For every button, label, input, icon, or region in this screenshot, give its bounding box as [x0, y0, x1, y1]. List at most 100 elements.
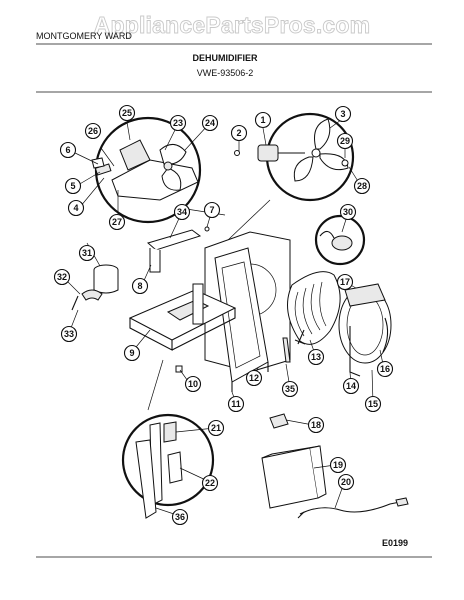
callout-15: 15	[364, 395, 382, 413]
base-pan-edge-2	[171, 308, 236, 351]
callout-6: 6	[59, 141, 77, 159]
fan-blade-small-2	[161, 167, 182, 191]
svg-text:14: 14	[346, 381, 356, 391]
callout-10: 10	[184, 375, 202, 393]
callout-33: 33	[60, 325, 78, 343]
float-detail-circle	[121, 413, 215, 507]
svg-text:33: 33	[64, 329, 74, 339]
fan-blade-small	[159, 144, 187, 165]
svg-text:8: 8	[137, 281, 142, 291]
bucket-switch	[163, 421, 177, 443]
svg-text:23: 23	[173, 118, 183, 128]
svg-text:6: 6	[65, 145, 70, 155]
svg-text:34: 34	[177, 207, 187, 217]
callout-17: 17	[336, 273, 354, 291]
callout-31: 31	[78, 244, 96, 262]
callout-29: 29	[336, 132, 354, 150]
svg-text:9: 9	[129, 348, 134, 358]
svg-text:27: 27	[112, 217, 122, 227]
float-arm	[135, 439, 157, 519]
svg-text:28: 28	[357, 181, 367, 191]
control-detail-group	[91, 116, 226, 224]
bracket-screw	[204, 226, 210, 232]
svg-text:7: 7	[209, 205, 214, 215]
callout-16: 16	[376, 360, 394, 378]
base-column	[192, 283, 204, 325]
bucket-group	[261, 413, 409, 519]
callout-4: 4	[67, 199, 85, 217]
motor-washer	[234, 150, 240, 156]
fan-hub	[311, 148, 321, 158]
svg-text:16: 16	[380, 364, 390, 374]
svg-text:2: 2	[236, 128, 241, 138]
strap-screw	[71, 295, 79, 311]
connector-line-fan	[227, 199, 271, 241]
capacitor	[93, 270, 119, 294]
motor-bracket-group	[146, 226, 210, 273]
control-knob	[91, 157, 105, 169]
svg-text:3: 3	[340, 109, 345, 119]
callout-23: 23	[169, 114, 187, 132]
callout-32: 32	[53, 268, 71, 286]
model-number: VWE-93506-2	[197, 68, 254, 78]
callout-9: 9	[123, 344, 141, 362]
svg-text:26: 26	[88, 126, 98, 136]
svg-text:30: 30	[343, 207, 353, 217]
capacitor-strap	[81, 289, 103, 301]
callout-28: 28	[353, 177, 371, 195]
float-detail-group	[121, 413, 215, 519]
figure-code: E0199	[382, 538, 408, 548]
control-bracket	[111, 159, 199, 201]
callout-21: 21	[207, 419, 225, 437]
svg-text:19: 19	[333, 460, 343, 470]
power-cord	[299, 501, 401, 515]
overload-group	[314, 214, 366, 266]
svg-text:36: 36	[175, 512, 185, 522]
fan-blade-1	[314, 118, 331, 150]
callout-8: 8	[131, 277, 149, 295]
bracket-leg	[149, 248, 161, 273]
callout-26: 26	[84, 122, 102, 140]
watermark-text: AppliancePartsPros.com	[94, 12, 371, 38]
callout-18: 18	[307, 416, 325, 434]
svg-text:11: 11	[231, 399, 241, 409]
control-switch-body	[119, 139, 151, 171]
fan-motor-detail-group	[227, 112, 355, 241]
svg-text:32: 32	[57, 272, 67, 282]
diagram-title: DEHUMIDIFIER	[193, 53, 259, 63]
callout-1: 1	[254, 111, 272, 129]
cord-end	[297, 511, 305, 519]
svg-text:12: 12	[249, 373, 259, 383]
callout-7: 7	[203, 201, 221, 219]
discharge-line	[382, 317, 389, 353]
callout-35: 35	[281, 380, 299, 398]
evaporator-group	[287, 271, 341, 345]
callout-24: 24	[201, 114, 219, 132]
svg-text:24: 24	[205, 118, 215, 128]
drain-screw	[282, 337, 291, 363]
overload-detail-circle	[314, 214, 366, 266]
motor-bracket	[146, 229, 202, 251]
svg-text:4: 4	[73, 203, 78, 213]
overload-protector	[331, 235, 353, 251]
svg-text:22: 22	[205, 478, 215, 488]
svg-text:15: 15	[368, 399, 378, 409]
callout-5: 5	[64, 177, 82, 195]
blade-hub	[163, 161, 173, 171]
svg-text:17: 17	[340, 277, 350, 287]
svg-text:31: 31	[82, 248, 92, 258]
svg-text:1: 1	[260, 115, 265, 125]
svg-text:20: 20	[341, 477, 351, 487]
svg-text:13: 13	[311, 352, 321, 362]
bucket-side	[309, 445, 327, 499]
fan-motor	[257, 144, 279, 162]
svg-text:25: 25	[122, 108, 132, 118]
water-bucket	[261, 447, 319, 509]
evaporator-tube	[294, 329, 306, 345]
callout-13: 13	[307, 348, 325, 366]
front-panel-inset	[221, 261, 261, 369]
float-actuator	[167, 451, 183, 484]
callout-2: 2	[230, 124, 248, 142]
svg-text:35: 35	[285, 384, 295, 394]
